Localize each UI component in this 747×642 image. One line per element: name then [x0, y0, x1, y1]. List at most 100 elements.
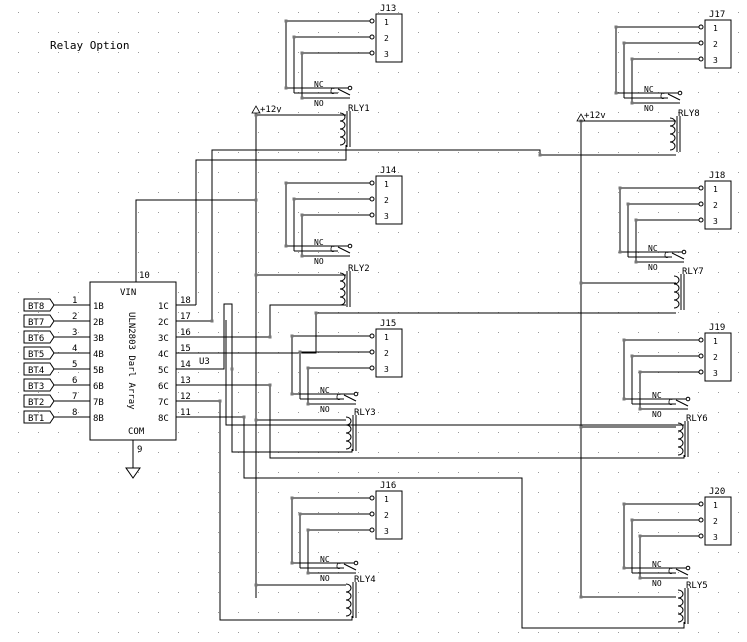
- junction: [630, 354, 634, 358]
- grid-dot: [238, 632, 239, 633]
- grid-dot: [558, 532, 559, 533]
- grid-dot: [638, 292, 639, 293]
- grid-dot: [278, 192, 279, 193]
- grid-dot: [378, 472, 379, 473]
- grid-dot: [298, 52, 299, 53]
- grid-dot: [658, 292, 659, 293]
- grid-dot: [98, 212, 99, 213]
- grid-dot: [498, 492, 499, 493]
- grid-dot: [438, 472, 439, 473]
- common-to-pin2-wire: [623, 42, 699, 98]
- grid-dot: [678, 72, 679, 73]
- junction: [614, 25, 618, 29]
- grid-dot: [218, 492, 219, 493]
- grid-dot: [38, 152, 39, 153]
- grid-dot: [458, 632, 459, 633]
- input-net-label: BT7: [28, 318, 44, 328]
- grid-dot: [678, 232, 679, 233]
- grid-dot: [558, 412, 559, 413]
- grid-dot: [438, 152, 439, 153]
- grid-dot: [18, 432, 19, 433]
- grid-dot: [518, 172, 519, 173]
- grid-dot: [538, 252, 539, 253]
- grid-dot: [478, 192, 479, 193]
- connector-body: [375, 13, 403, 63]
- grid-dot: [738, 432, 739, 433]
- output-pin-number: 18: [180, 296, 191, 306]
- grid-dot: [698, 212, 699, 213]
- grid-dot: [418, 492, 419, 493]
- grid-dot: [258, 192, 259, 193]
- grid-dot: [38, 92, 39, 93]
- grid-dot: [458, 392, 459, 393]
- grid-dot: [478, 232, 479, 233]
- grid-dot: [558, 52, 559, 53]
- grid-dot: [598, 192, 599, 193]
- grid-dot: [18, 352, 19, 353]
- connector-pin-circle: [369, 196, 375, 202]
- grid-dot: [518, 72, 519, 73]
- connector-pin-circle: [369, 349, 375, 355]
- grid-dot: [678, 212, 679, 213]
- grid-dot: [658, 472, 659, 473]
- grid-dot: [338, 472, 339, 473]
- output-pin-label: 3C: [158, 334, 169, 344]
- grid-dot: [58, 472, 59, 473]
- common-to-pin2-wire: [299, 513, 370, 568]
- grid-dot: [578, 212, 579, 213]
- grid-dot: [598, 552, 599, 553]
- grid-dot: [718, 412, 719, 413]
- grid-dot: [58, 452, 59, 453]
- grid-dot: [98, 612, 99, 613]
- grid-dot: [658, 592, 659, 593]
- junction: [284, 19, 288, 23]
- grid-dot: [598, 212, 599, 213]
- grid-dot: [78, 192, 79, 193]
- grid-dot: [658, 432, 659, 433]
- connector-pin-circle: [698, 337, 704, 343]
- grid-dot: [738, 232, 739, 233]
- grid-dot: [418, 332, 419, 333]
- grid-dot: [418, 112, 419, 113]
- grid-dot: [618, 232, 619, 233]
- output-pin-label: 4C: [158, 350, 169, 360]
- junction: [284, 181, 288, 185]
- relay-label: RLY3: [354, 408, 376, 418]
- grid-dot: [178, 472, 179, 473]
- grid-dot: [58, 172, 59, 173]
- grid-dot: [598, 592, 599, 593]
- grid-dot: [438, 172, 439, 173]
- junction: [622, 338, 626, 342]
- grid-dot: [558, 512, 559, 513]
- ic-ref-label: U3: [199, 357, 210, 367]
- grid-dot: [138, 452, 139, 453]
- grid-dot: [338, 532, 339, 533]
- grid-dot: [338, 332, 339, 333]
- connector-pin-number: 2: [384, 511, 389, 520]
- grid-dot: [378, 92, 379, 93]
- grid-dot: [458, 252, 459, 253]
- grid-dot: [738, 532, 739, 533]
- junction: [254, 583, 258, 587]
- grid-dot: [158, 192, 159, 193]
- grid-dot: [298, 252, 299, 253]
- grid-dot: [158, 232, 159, 233]
- grid-dot: [538, 452, 539, 453]
- grid-dot: [118, 172, 119, 173]
- grid-dot: [258, 432, 259, 433]
- grid-dot: [718, 452, 719, 453]
- grid-dot: [78, 612, 79, 613]
- grid-dot: [738, 92, 739, 93]
- grid-dot: [458, 272, 459, 273]
- grid-dot: [578, 412, 579, 413]
- grid-dot: [618, 392, 619, 393]
- grid-dot: [718, 432, 719, 433]
- grid-dot: [478, 452, 479, 453]
- grid-dot: [18, 172, 19, 173]
- grid-dot: [118, 512, 119, 513]
- grid-dot: [38, 472, 39, 473]
- input-net-label: BT3: [28, 382, 44, 392]
- grid-dot: [698, 532, 699, 533]
